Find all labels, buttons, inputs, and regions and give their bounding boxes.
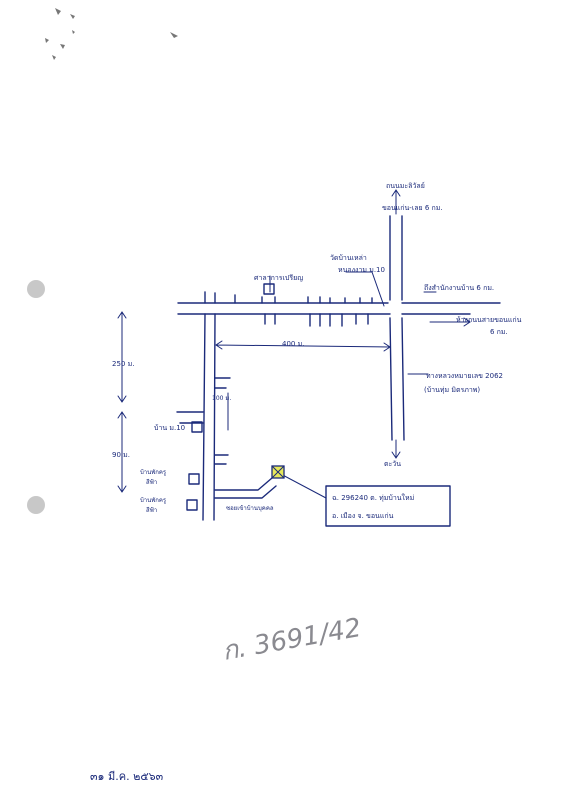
house-a-label-2: สีฟ้า [146, 478, 158, 486]
crossed-box-icon [271, 465, 285, 479]
house-b-label-2: สีฟ้า [146, 506, 158, 514]
deed-line-1: ฉ. 296240 ต. ทุ่มบ้านใหม่ [332, 493, 414, 502]
school-label: ศาลาการเปรียญ [254, 274, 303, 282]
highway-label: ทางหลวงหมายเลข 2062 [426, 372, 503, 380]
date-stamp: ๓๑ มี.ค. ๒๕๖๓ [90, 770, 163, 783]
right-top-label: ถึงสำนักงานบ้าน 6 กม. [424, 283, 494, 292]
highway-label-2: (บ้านทุ่ม มิตรภาพ) [424, 386, 480, 394]
village-moo-label: หนองงาม ม.10 [338, 266, 385, 274]
right-mid-label-2: 6 กม. [490, 328, 508, 336]
paper-smudges [45, 8, 178, 60]
village-temple-label: วัดบ้านเหล่า [330, 254, 367, 262]
pencil-note: ก. 3691/42 [220, 613, 363, 667]
distance-100m: 100 ม. [212, 395, 231, 402]
south-label: ตะวัน [384, 460, 401, 468]
distance-400m: 400 ม. [282, 340, 304, 348]
punch-hole-icon [27, 496, 45, 514]
right-mid-label: ห้างถนนสายขอนแก่น [456, 316, 522, 324]
north-road-name: ถนนมะลิวัลย์ [386, 182, 425, 190]
house-moo10-label: บ้าน ม.10 [154, 424, 185, 432]
lane-label: ซอยเข้าบ้านบุคคล [226, 505, 274, 512]
deed-line-2: อ. เมือง จ. ขอนแก่น [332, 512, 394, 520]
house-markers [186, 283, 275, 511]
house-b-label: บ้านพักครู [140, 497, 167, 504]
map-arrows [117, 189, 471, 499]
deed-callout-box [325, 485, 451, 527]
map-roads [176, 215, 501, 521]
distance-250m: 250 ม. [112, 360, 134, 368]
punch-hole-icon [27, 280, 45, 298]
house-a-label: บ้านพักครู [140, 469, 167, 476]
distance-90m: 90 ม. [112, 451, 130, 459]
north-road-direction: ขอนแก่น-เลย 6 กม. [382, 204, 443, 212]
